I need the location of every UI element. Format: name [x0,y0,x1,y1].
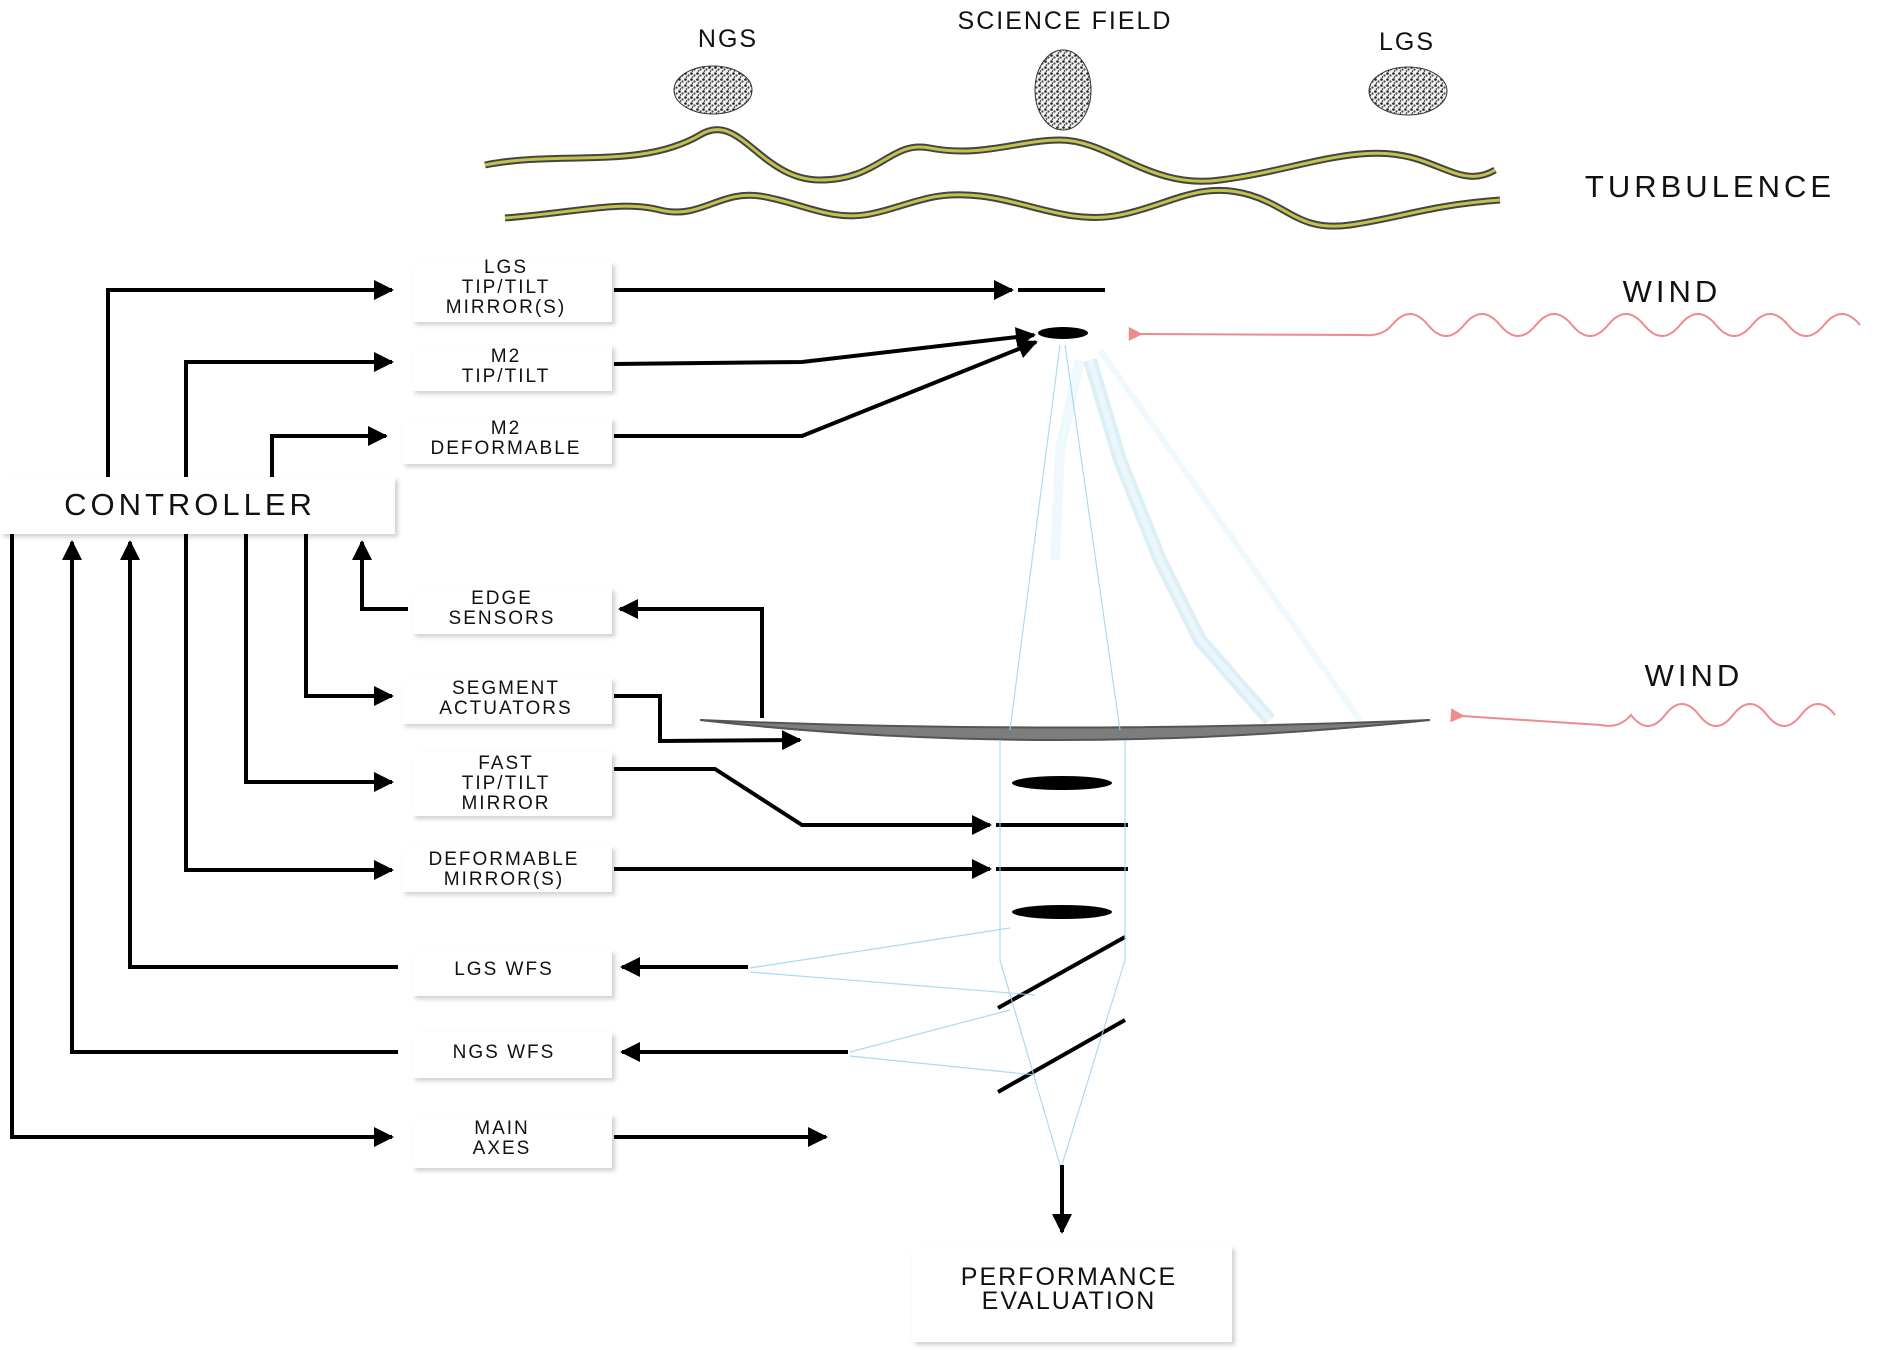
box-deformable-mirrors: DEFORMABLE MIRROR(S) [402,846,612,892]
box-m2-tip-tilt: M2 TIP/TILT [412,345,612,391]
arrow-edge-sensors-to-controller [352,540,408,611]
box-segment-actuators: SEGMENT ACTUATORS [402,678,612,724]
controller: CONTROLLER [0,477,395,534]
box-lgs-wfs: LGS WFS [412,950,612,996]
science-field-label: SCIENCE FIELD [958,7,1173,35]
box-edge-sensors: EDGE SENSORS [412,588,612,634]
arrow-m2-deformable-to-m2 [614,339,1038,438]
arrow-to-lgs-tip-tilt [106,280,394,477]
box-m2-deformable: M2 DEFORMABLE [402,418,612,464]
controller-box [0,477,395,534]
wind-top-wave [1128,313,1861,341]
science-field-blob [1034,49,1092,131]
arrow-to-m2-deformable [270,426,388,477]
secondary-mirror-m2 [1038,327,1088,339]
main-axes-line-1: MAIN [474,1118,530,1139]
turbulence-wave-2-highlight [504,188,1501,228]
signal-arrows [10,280,1072,1234]
main-axes-line-2: AXES [473,1138,532,1159]
lgs-source: LGS [1368,28,1448,116]
edge-sensors-line-1: EDGE [471,588,533,609]
ngs-label: NGS [698,25,758,53]
turbulence-wave-1-highlight [484,128,1496,183]
wind-bottom: WIND [1450,658,1836,727]
arrow-lgs-wfs-to-controller [120,540,398,969]
wind-bottom-wave [1450,703,1836,727]
arrow-to-deformable-mirrors [184,534,394,880]
arrow-to-fast-tip-tilt [244,534,394,792]
m2-deformable-line-1: M2 [491,418,521,439]
arrow-m2-tip-tilt-to-m2 [613,327,1036,366]
ngs-source: NGS [673,25,758,115]
deformable-mirrors-line-2: MIRROR(S) [444,869,564,890]
performance-evaluation: PERFORMANCE EVALUATION [912,1246,1232,1342]
segment-actuators-line-2: ACTUATORS [439,698,572,719]
fast-tip-tilt-line-1: FAST [478,753,534,774]
ngs-wfs-label: NGS WFS [453,1042,556,1063]
performance-line-1: PERFORMANCE [961,1263,1177,1291]
m2-deformable-line-2: DEFORMABLE [431,438,582,459]
turbulence-label: TURBULENCE [1585,169,1835,204]
edge-sensors-line-2: SENSORS [449,608,556,629]
lgs-tip-tilt-line-1: LGS [484,257,528,278]
arrow-to-segment-actuators [304,534,394,706]
light-rays [749,344,1126,1166]
m2-tip-tilt-line-2: TIP/TILT [462,366,550,387]
box-fast-tip-tilt: FAST TIP/TILT MIRROR [412,752,612,816]
wind-top-label: WIND [1623,274,1722,309]
segment-actuators-line-1: SEGMENT [452,678,560,699]
lgs-label: LGS [1379,28,1435,56]
arrow-primary-to-edge-sensors [618,599,764,718]
lgs-tip-tilt-line-3: MIRROR(S) [446,297,566,318]
arrow-ngs-wfs-to-controller [62,540,398,1054]
lgs-beamsplitter [997,935,1126,1010]
wind-top: WIND [1128,274,1861,341]
telescope-structure [1050,348,1363,725]
box-ngs-wfs: NGS WFS [412,1032,612,1078]
arrow-to-main-axes [10,534,394,1147]
science-field-source: SCIENCE FIELD [958,7,1173,131]
deformable-mirrors-line-1: DEFORMABLE [429,849,580,870]
arrow-fast-tip-tilt-to-mirror [614,767,992,835]
fast-tip-tilt-line-2: TIP/TILT [462,773,550,794]
ngs-star-blob [673,65,753,115]
m2-tip-tilt-line-1: M2 [491,346,521,367]
lgs-tip-tilt-line-2: TIP/TILT [462,277,550,298]
turbulence-layers: TURBULENCE [484,126,1835,230]
lgs-star-blob [1368,66,1448,116]
arrow-to-m2-tip-tilt [184,352,394,477]
lgs-wfs-label: LGS WFS [454,959,554,980]
box-lgs-tip-tilt: LGS TIP/TILT MIRROR(S) [412,257,612,322]
primary-mirror [699,719,1431,741]
optical-train [699,288,1431,1094]
relay-lens-2 [1012,905,1112,919]
wind-bottom-label: WIND [1645,658,1744,693]
arrow-segment-actuators-to-primary [614,694,802,751]
fast-tip-tilt-line-3: MIRROR [461,793,550,814]
controller-label: CONTROLLER [64,487,316,522]
box-main-axes: MAIN AXES [412,1114,612,1168]
performance-line-2: EVALUATION [982,1287,1157,1315]
relay-lens-1 [1012,776,1112,790]
ngs-beamsplitter [997,1018,1126,1094]
